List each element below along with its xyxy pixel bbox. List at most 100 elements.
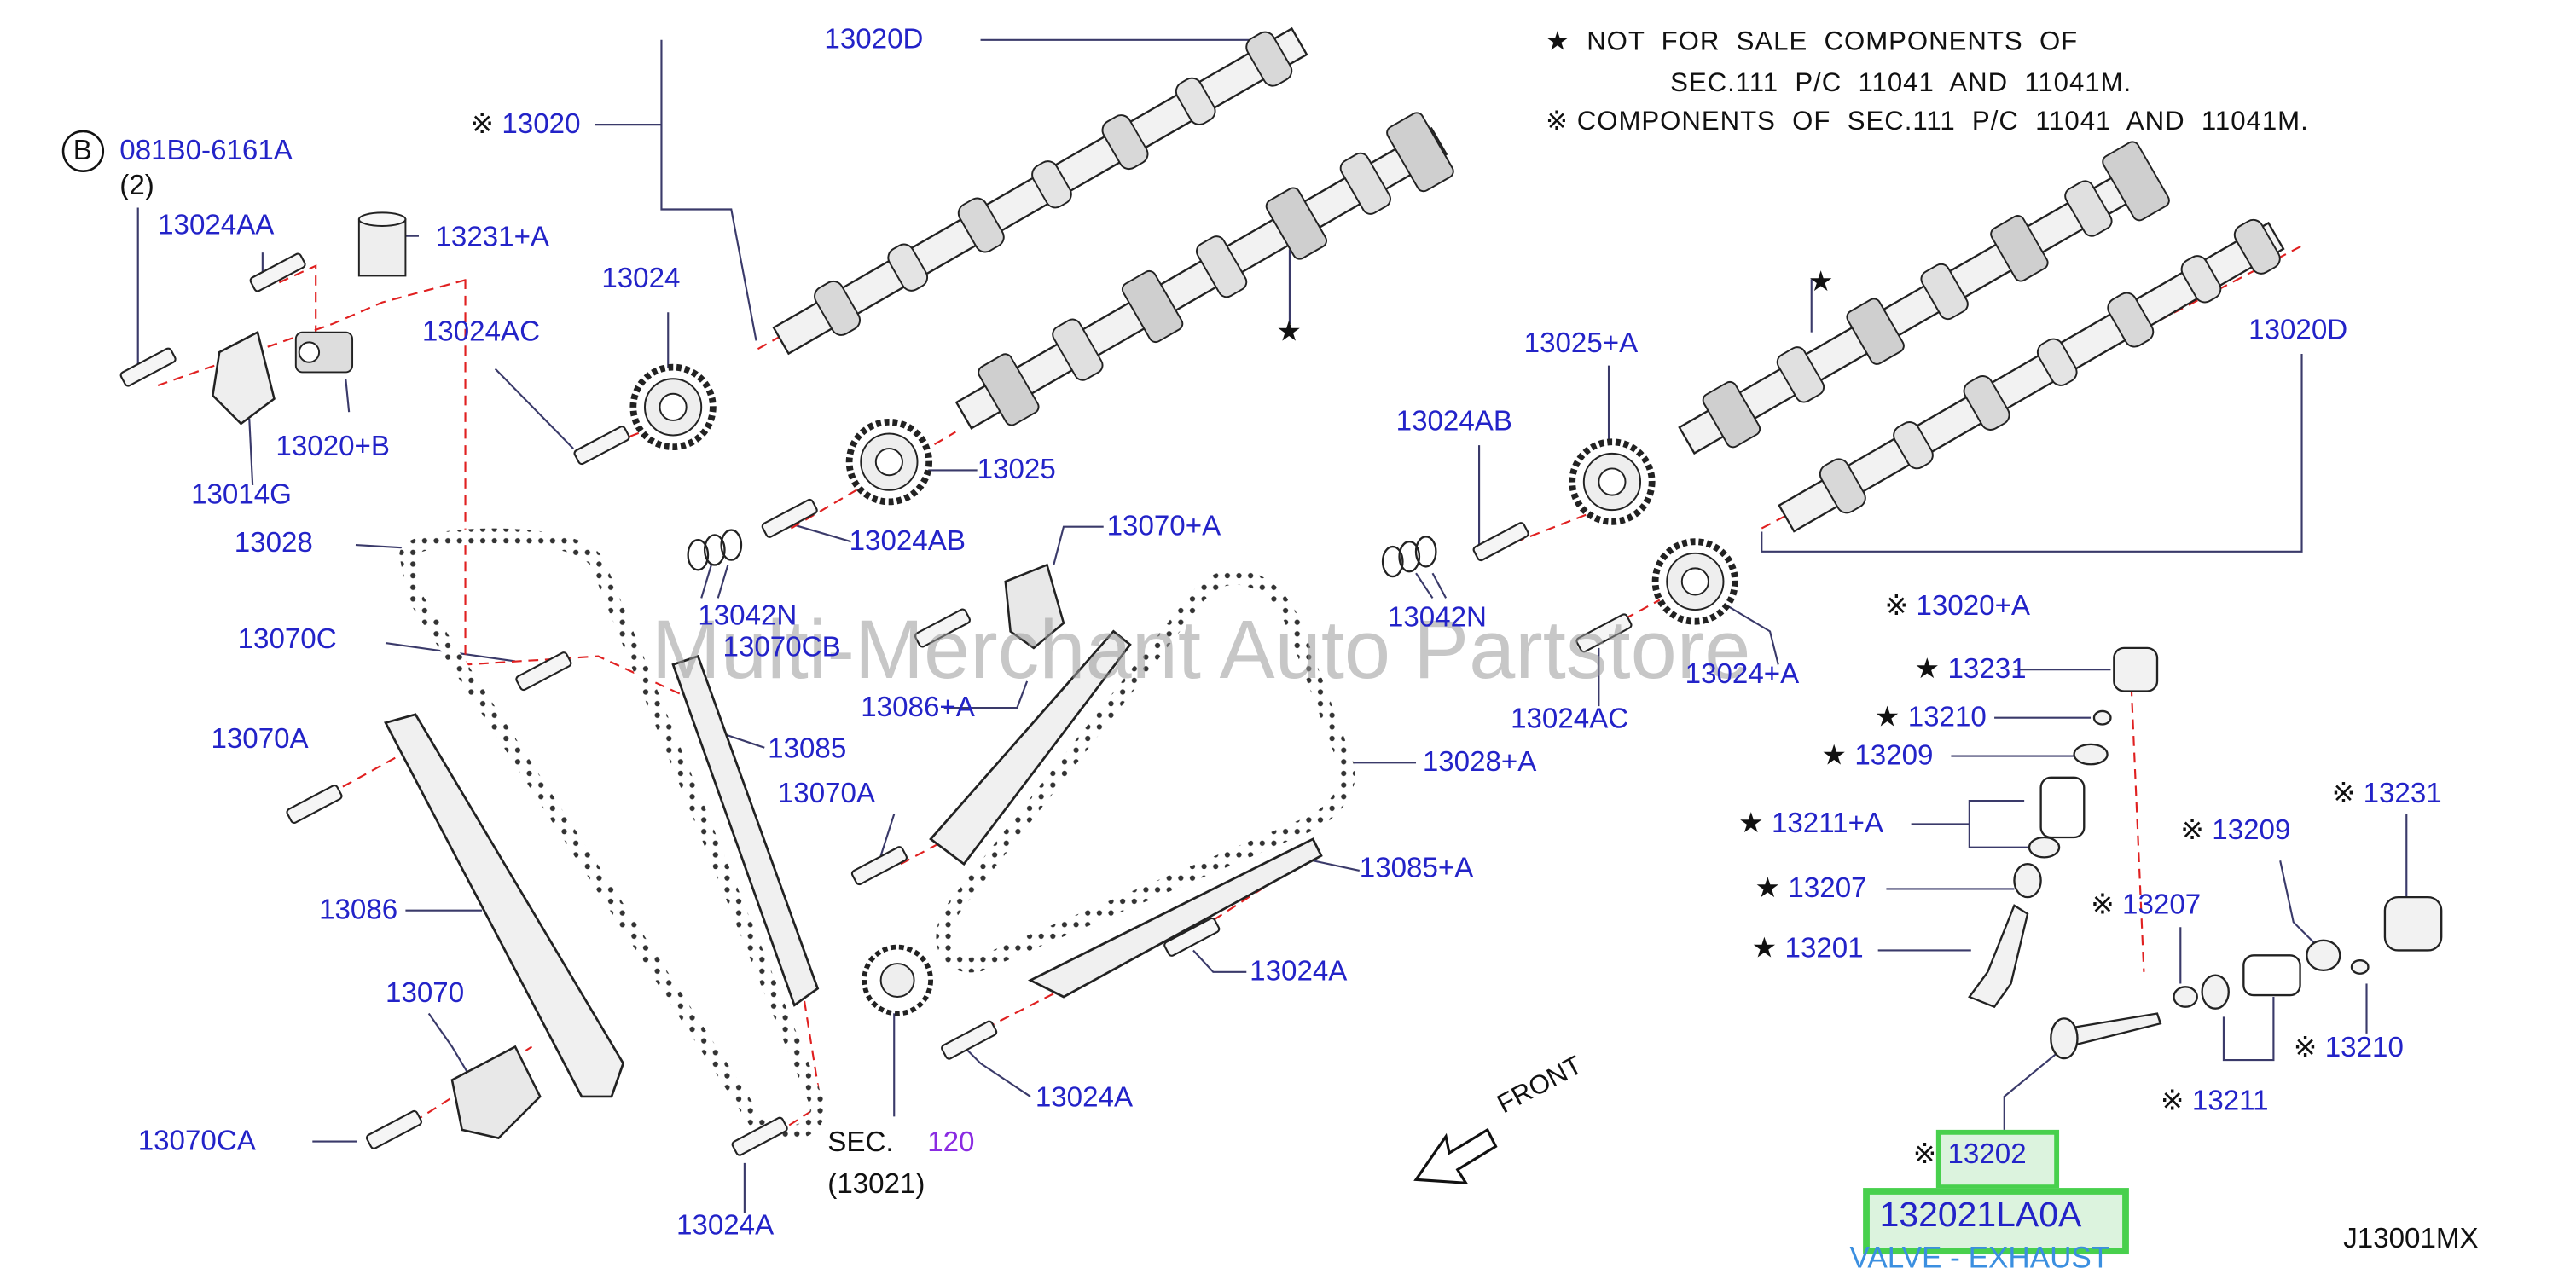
- timing-chain-13028A: [936, 570, 1355, 973]
- chain-guide-13086A: [929, 629, 1132, 866]
- part-13024AB-left[interactable]: 13024AB: [849, 524, 966, 557]
- part-13024AC-right[interactable]: 13024AC: [1511, 703, 1629, 735]
- star-mark: ★: [1738, 807, 1764, 839]
- part-13024AC-left[interactable]: 13024AC: [421, 316, 541, 348]
- part-13209-ref-number: 13209: [2212, 814, 2291, 846]
- part-13070A-plus[interactable]: 13070+A: [1106, 510, 1221, 542]
- part-13024A-mid[interactable]: 13024A: [1035, 1081, 1134, 1114]
- part-13025A[interactable]: 13025+A: [1523, 327, 1639, 359]
- bracket-13014G: [212, 330, 276, 426]
- part-13231[interactable]: ★ 13231: [1915, 653, 2027, 686]
- part-13024A-right[interactable]: 13024A: [1250, 955, 1348, 987]
- part-13202[interactable]: 13202: [1947, 1138, 2027, 1170]
- star-mark: ★: [1821, 739, 1848, 772]
- note-ref-line: ※ COMPONENTS OF SEC.111 P/C 11041 AND 11…: [1546, 107, 2309, 140]
- part-13231-ref[interactable]: ※ 13231: [2332, 778, 2442, 811]
- part-13028[interactable]: 13028: [234, 526, 313, 559]
- part-13231-number: 13231: [1947, 652, 2027, 685]
- leader-lines: [136, 38, 2408, 1213]
- valve-train: [1968, 646, 2443, 1060]
- part-13085[interactable]: 13085: [768, 733, 847, 765]
- part-13024AA[interactable]: 13024AA: [158, 209, 275, 241]
- highlight-part-number: [1863, 1188, 2129, 1255]
- part-13020B[interactable]: 13020+B: [276, 430, 390, 462]
- part-13207[interactable]: ★ 13207: [1755, 872, 1866, 906]
- part-13042N-right[interactable]: 13042N: [1387, 601, 1487, 634]
- part-13070CB[interactable]: 13070CB: [722, 631, 841, 663]
- ref-mark: ※: [2331, 777, 2356, 809]
- part-13201[interactable]: ★ 13201: [1752, 932, 1864, 965]
- part-13070A-left[interactable]: 13070A: [211, 722, 309, 755]
- callout-letter: B: [73, 134, 92, 166]
- o-rings: [687, 529, 1437, 578]
- part-13025[interactable]: 13025: [977, 453, 1056, 485]
- part-081B0-6161A[interactable]: 081B0-6161A: [119, 134, 293, 166]
- part-13209-ref[interactable]: ※ 13209: [2180, 814, 2290, 848]
- star-note-text: NOT FOR SALE COMPONENTS OF: [1587, 28, 2079, 57]
- part-13210-ref-number: 13210: [2324, 1031, 2404, 1063]
- camshaft-right-upper: [1678, 141, 2170, 455]
- part-13020[interactable]: ※ 13020: [470, 108, 580, 142]
- part-13014G[interactable]: 13014G: [191, 478, 292, 511]
- part-13020D-right[interactable]: 13020D: [2248, 314, 2348, 346]
- ref-mark: ※: [2180, 814, 2205, 846]
- part-13211A-number: 13211+A: [1771, 807, 1884, 839]
- part-13024A-plus[interactable]: 13024+A: [1685, 657, 1800, 690]
- star-symbol: ★: [1545, 28, 1570, 57]
- chain-guide-13085A: [1027, 837, 1323, 999]
- part-13210-number: 13210: [1907, 701, 1987, 733]
- part-13086A[interactable]: 13086+A: [861, 691, 975, 723]
- part-13085A[interactable]: 13085+A: [1359, 852, 1474, 884]
- ref-mark: ※: [2091, 889, 2115, 921]
- star-marker-left-cam: ★: [1276, 316, 1303, 348]
- sprocket-13024A-plus: [1651, 538, 1739, 625]
- camshaft-left-lower: [954, 112, 1454, 430]
- part-13209[interactable]: ★ 13209: [1821, 739, 1933, 773]
- sec-label: SEC.: [827, 1126, 894, 1159]
- camshaft-right-lower: [1778, 218, 2285, 533]
- part-13207-ref[interactable]: ※ 13207: [2091, 889, 2201, 922]
- part-13207-number: 13207: [1788, 872, 1867, 904]
- part-13024AB-right[interactable]: 13024AB: [1395, 405, 1512, 437]
- part-13210-ref[interactable]: ※ 13210: [2294, 1032, 2404, 1065]
- part-13210[interactable]: ★ 13210: [1875, 701, 1987, 734]
- sprocket-13025A: [1569, 438, 1656, 525]
- bolts: [119, 252, 1633, 1156]
- part-13070CA[interactable]: 13070CA: [137, 1125, 256, 1157]
- part-13020A-number: 13020+A: [1916, 589, 2031, 622]
- note-star-line2: SEC.111 P/C 11041 AND 11041M.: [1670, 69, 2132, 98]
- part-13024A-bottom[interactable]: 13024A: [676, 1209, 775, 1242]
- ref-mark: ※: [1884, 589, 1909, 622]
- ref-note-text: COMPONENTS OF SEC.111 P/C 11041 AND 1104…: [1576, 107, 2309, 136]
- part-13207-ref-number: 13207: [2122, 889, 2202, 921]
- star-marker-right-cam: ★: [1807, 265, 1834, 298]
- part-13042N-left[interactable]: 13042N: [698, 599, 798, 632]
- part-13211-ref-number: 13211: [2191, 1085, 2269, 1117]
- highlighted-part-number[interactable]: 132021LA0A: [1879, 1196, 2082, 1235]
- part-13211-ref[interactable]: ※ 13211: [2161, 1085, 2269, 1118]
- part-13086[interactable]: 13086: [319, 894, 398, 926]
- part-13020-number: 13020: [502, 107, 581, 140]
- cylinder-13231A: [357, 211, 407, 277]
- part-13028A[interactable]: 13028+A: [1422, 745, 1537, 778]
- star-mark: ★: [1755, 872, 1781, 904]
- part-13211A[interactable]: ★ 13211+A: [1738, 808, 1883, 841]
- watermark: Multi-Merchant Auto Partstore: [651, 603, 1751, 697]
- star-mark: ★: [1874, 701, 1900, 733]
- sec-120-link[interactable]: 120: [927, 1126, 975, 1159]
- part-13209-number: 13209: [1854, 739, 1934, 772]
- part-13020A[interactable]: ※ 13020+A: [1884, 590, 2030, 623]
- part-13070[interactable]: 13070: [386, 976, 465, 1009]
- sprocket-13025: [845, 418, 933, 506]
- ref-mark: ※: [2293, 1031, 2318, 1063]
- ref-mark-13202: ※: [1912, 1138, 1937, 1170]
- part-13070C[interactable]: 13070C: [237, 623, 337, 655]
- part-13231A[interactable]: 13231+A: [435, 221, 550, 253]
- part-13070A-mid[interactable]: 13070A: [777, 777, 876, 809]
- callout-qty: (2): [119, 169, 154, 201]
- crank-sprocket: [862, 944, 934, 1016]
- part-13020D-top[interactable]: 13020D: [824, 23, 924, 55]
- part-13024[interactable]: 13024: [601, 262, 681, 294]
